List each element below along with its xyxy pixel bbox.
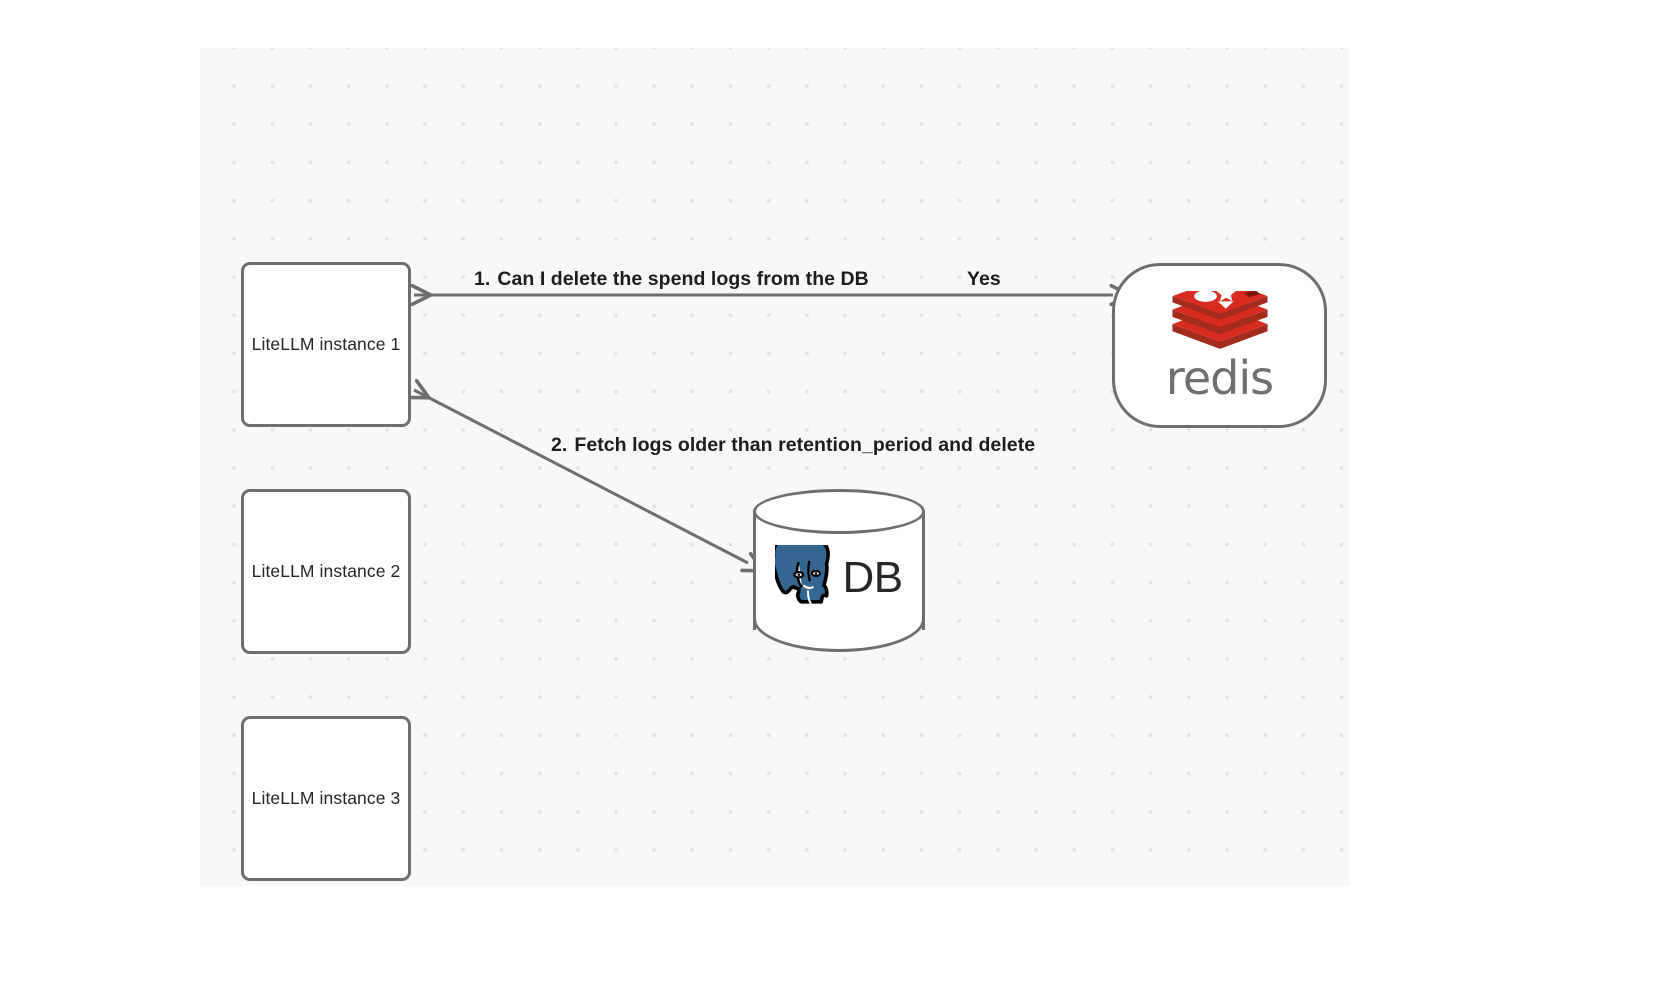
database-label: DB — [842, 553, 903, 602]
node-litellm-instance-2[interactable]: LiteLLM instance 2 — [241, 489, 411, 654]
node-database[interactable]: DB — [753, 489, 925, 652]
node-litellm-instance-3-label: LiteLLM instance 3 — [251, 788, 401, 808]
postgresql-elephant-icon — [775, 545, 831, 605]
node-litellm-instance-3[interactable]: LiteLLM instance 3 — [241, 716, 411, 881]
database-content: DB — [753, 545, 925, 611]
node-litellm-instance-1-label: LiteLLM instance 1 — [251, 334, 401, 354]
redis-cube-icon — [1171, 290, 1268, 349]
redis-wordmark: redis — [1165, 350, 1274, 405]
node-litellm-instance-2-label: LiteLLM instance 2 — [251, 561, 401, 581]
node-litellm-instance-1[interactable]: LiteLLM instance 1 — [241, 262, 411, 427]
cylinder-top — [753, 489, 925, 534]
redis-logo: redis — [1165, 290, 1274, 405]
edge-db-to-instance1 — [406, 379, 765, 573]
cylinder-bottom — [753, 586, 925, 652]
node-redis[interactable]: redis — [1112, 263, 1327, 428]
